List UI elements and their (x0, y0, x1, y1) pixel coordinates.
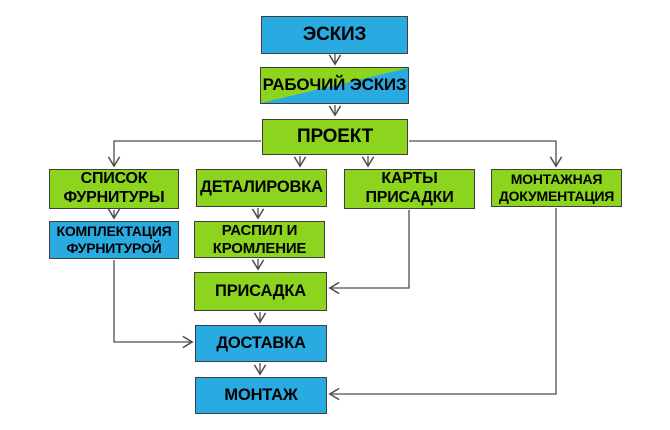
node-karty-prisadki: КАРТЫ ПРИСАДКИ (344, 169, 475, 209)
node-montazh: МОНТАЖ (195, 377, 327, 414)
edge-montazhnaya-montazh (328, 208, 557, 401)
node-label: ДЕТАЛИРОВКА (200, 178, 323, 197)
node-dostavka: ДОСТАВКА (195, 325, 327, 362)
node-raspil-i-kromlenie: РАСПИЛ И КРОМЛЕНИЕ (194, 221, 325, 258)
edge-proekt-spisok-furnitury (107, 140, 261, 168)
node-spisok-furnitury: СПИСОК ФУРНИТУРЫ (49, 169, 179, 209)
node-label: РАБОЧИЙ ЭСКИЗ (262, 75, 407, 95)
node-label: МОНТАЖ (224, 385, 298, 404)
node-montazhnaya-dokumentatsiya: МОНТАЖНАЯ ДОКУМЕНТАЦИЯ (491, 169, 622, 207)
node-detalirovka: ДЕТАЛИРОВКА (196, 169, 327, 207)
edge-karty-prisadka (328, 210, 410, 295)
node-label: ДОСТАВКА (216, 333, 306, 352)
edge-proekt-montazhnaya-dokumentatsiya (409, 140, 563, 168)
node-label: СПИСОК ФУРНИТУРЫ (63, 170, 165, 206)
node-label: КОМПЛЕКТАЦИЯ ФУРНИТУРОЙ (56, 223, 172, 256)
node-rabochiy-eskiz: РАБОЧИЙ ЭСКИЗ (260, 67, 409, 104)
node-prisadka: ПРИСАДКА (194, 272, 327, 311)
node-label: МОНТАЖНАЯ ДОКУМЕНТАЦИЯ (498, 171, 615, 204)
edge-komplektatsiya-dostavka (113, 260, 194, 349)
node-label: РАСПИЛ И КРОМЛЕНИЕ (212, 221, 307, 257)
node-label: КАРТЫ ПРИСАДКИ (365, 170, 454, 206)
node-komplektatsiya-furnituroy: КОМПЛЕКТАЦИЯ ФУРНИТУРОЙ (49, 221, 179, 259)
node-proekt: ПРОЕКТ (262, 119, 408, 155)
node-eskiz: ЭСКИЗ (261, 16, 408, 54)
node-label: ПРОЕКТ (296, 125, 373, 147)
node-label: ПРИСАДКА (215, 281, 306, 300)
node-label: ЭСКИЗ (302, 23, 367, 45)
